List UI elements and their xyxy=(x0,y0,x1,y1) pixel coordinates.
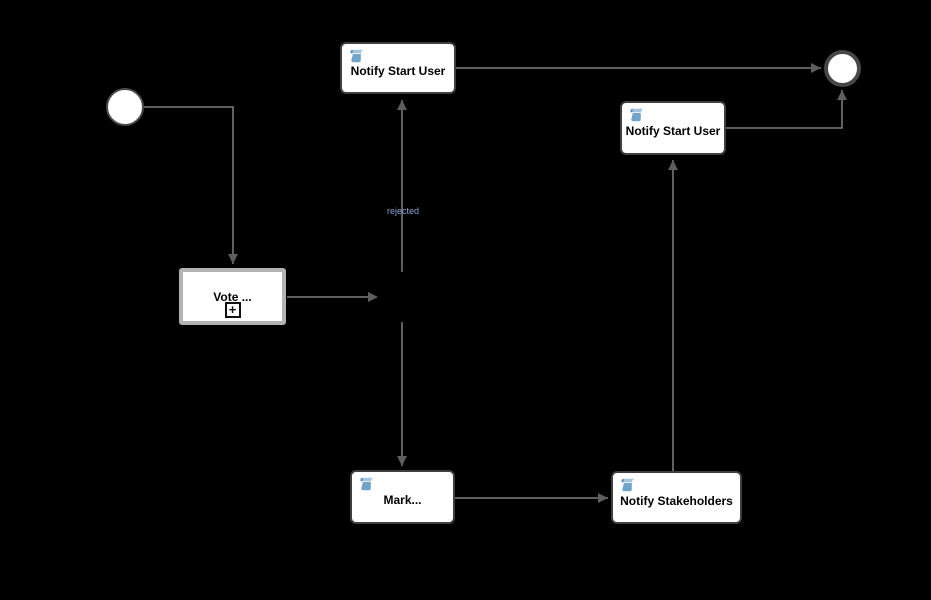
flow-start-to-vote[interactable] xyxy=(144,106,238,264)
task-label: Notify Start User xyxy=(350,64,446,78)
task-notify-start-user-top[interactable]: Notify Start User xyxy=(340,42,456,94)
task-vote-subprocess[interactable]: Vote ... + xyxy=(179,268,286,325)
task-label: Vote ... xyxy=(213,289,252,304)
flow-label-rejected[interactable]: rejected xyxy=(387,206,420,216)
start-event[interactable] xyxy=(106,88,144,126)
expand-plus-icon[interactable]: + xyxy=(224,302,241,318)
task-label: Notify Start User xyxy=(625,124,721,138)
task-mark[interactable]: Mark... xyxy=(350,470,455,524)
task-label: Mark... xyxy=(383,493,422,507)
script-icon xyxy=(619,477,635,493)
flow-notify-right-to-end[interactable] xyxy=(726,90,847,129)
script-icon xyxy=(348,48,364,64)
task-label: Notify Stakeholders xyxy=(620,493,733,508)
script-icon xyxy=(358,476,374,492)
task-notify-stakeholders[interactable]: Notify Stakeholders xyxy=(611,471,742,524)
end-event[interactable] xyxy=(824,50,861,87)
task-notify-start-user-right[interactable]: Notify Start User xyxy=(620,101,726,155)
script-icon xyxy=(628,107,644,123)
